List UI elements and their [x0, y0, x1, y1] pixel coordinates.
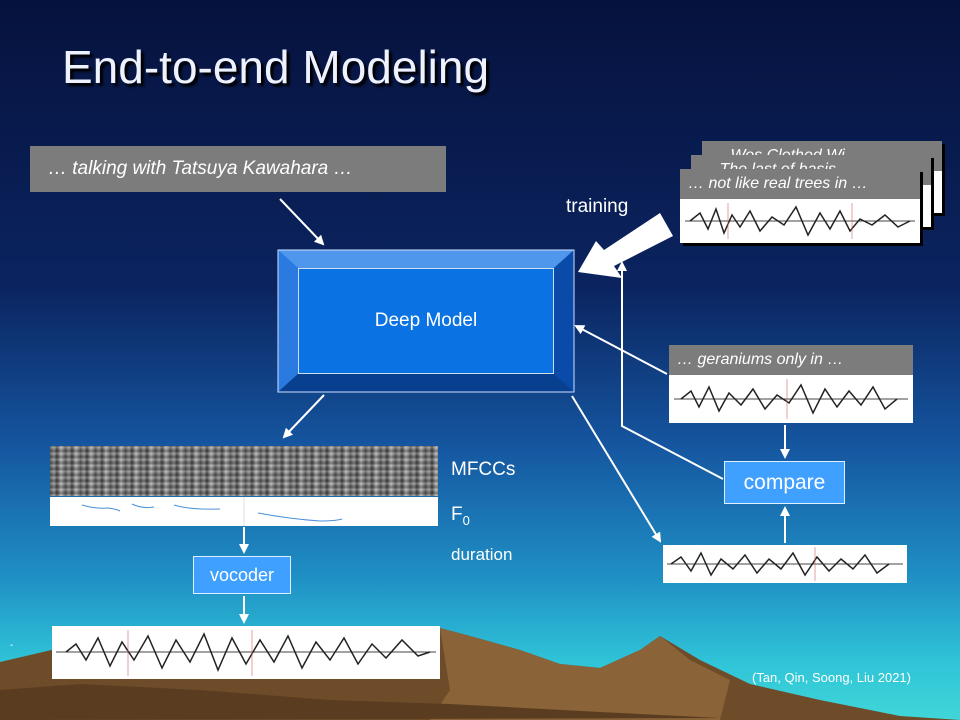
output-waveform-card: [52, 626, 440, 679]
training-label: training: [566, 196, 629, 217]
training-sample-text: … not like real trees in …: [680, 169, 920, 199]
training-sample-card: … not like real trees in …: [680, 169, 920, 243]
arrow-compare-feedback: [617, 261, 724, 480]
vocoder-box: vocoder: [193, 556, 291, 594]
mfcc-spectrogram: [50, 446, 438, 496]
arrow-prompt-to-model: [279, 198, 325, 246]
slide-title: End-to-end Modeling: [62, 41, 490, 93]
arrow-model-to-generated: [571, 395, 662, 543]
mfcc-label: MFCCs: [451, 459, 516, 480]
slide-mark: -: [10, 640, 14, 651]
f0-label-main: F: [451, 504, 463, 525]
duration-label: duration: [451, 545, 513, 564]
deep-model-box: Deep Model: [298, 268, 554, 374]
output-waveform: [56, 630, 436, 676]
f0-contour: [81, 497, 343, 526]
f0-label: F0: [451, 504, 470, 528]
input-text-box: … talking with Tatsuya Kawahara …: [30, 146, 446, 192]
training-big-arrow: [578, 213, 673, 278]
citation: (Tan, Qin, Soong, Liu 2021): [752, 670, 911, 685]
generated-waveform: [667, 547, 903, 581]
compare-box: compare: [724, 461, 845, 504]
reference-waveform: [674, 379, 908, 419]
arrow-model-to-mfcc: [282, 394, 325, 439]
generated-waveform-card: [663, 545, 907, 583]
reference-sample-text: … geraniums only in …: [669, 345, 913, 375]
training-waveform: [685, 203, 915, 239]
reference-sample-card: … geraniums only in …: [669, 345, 913, 423]
f0-contour-panel: [50, 497, 438, 526]
f0-label-subscript: 0: [462, 512, 470, 528]
